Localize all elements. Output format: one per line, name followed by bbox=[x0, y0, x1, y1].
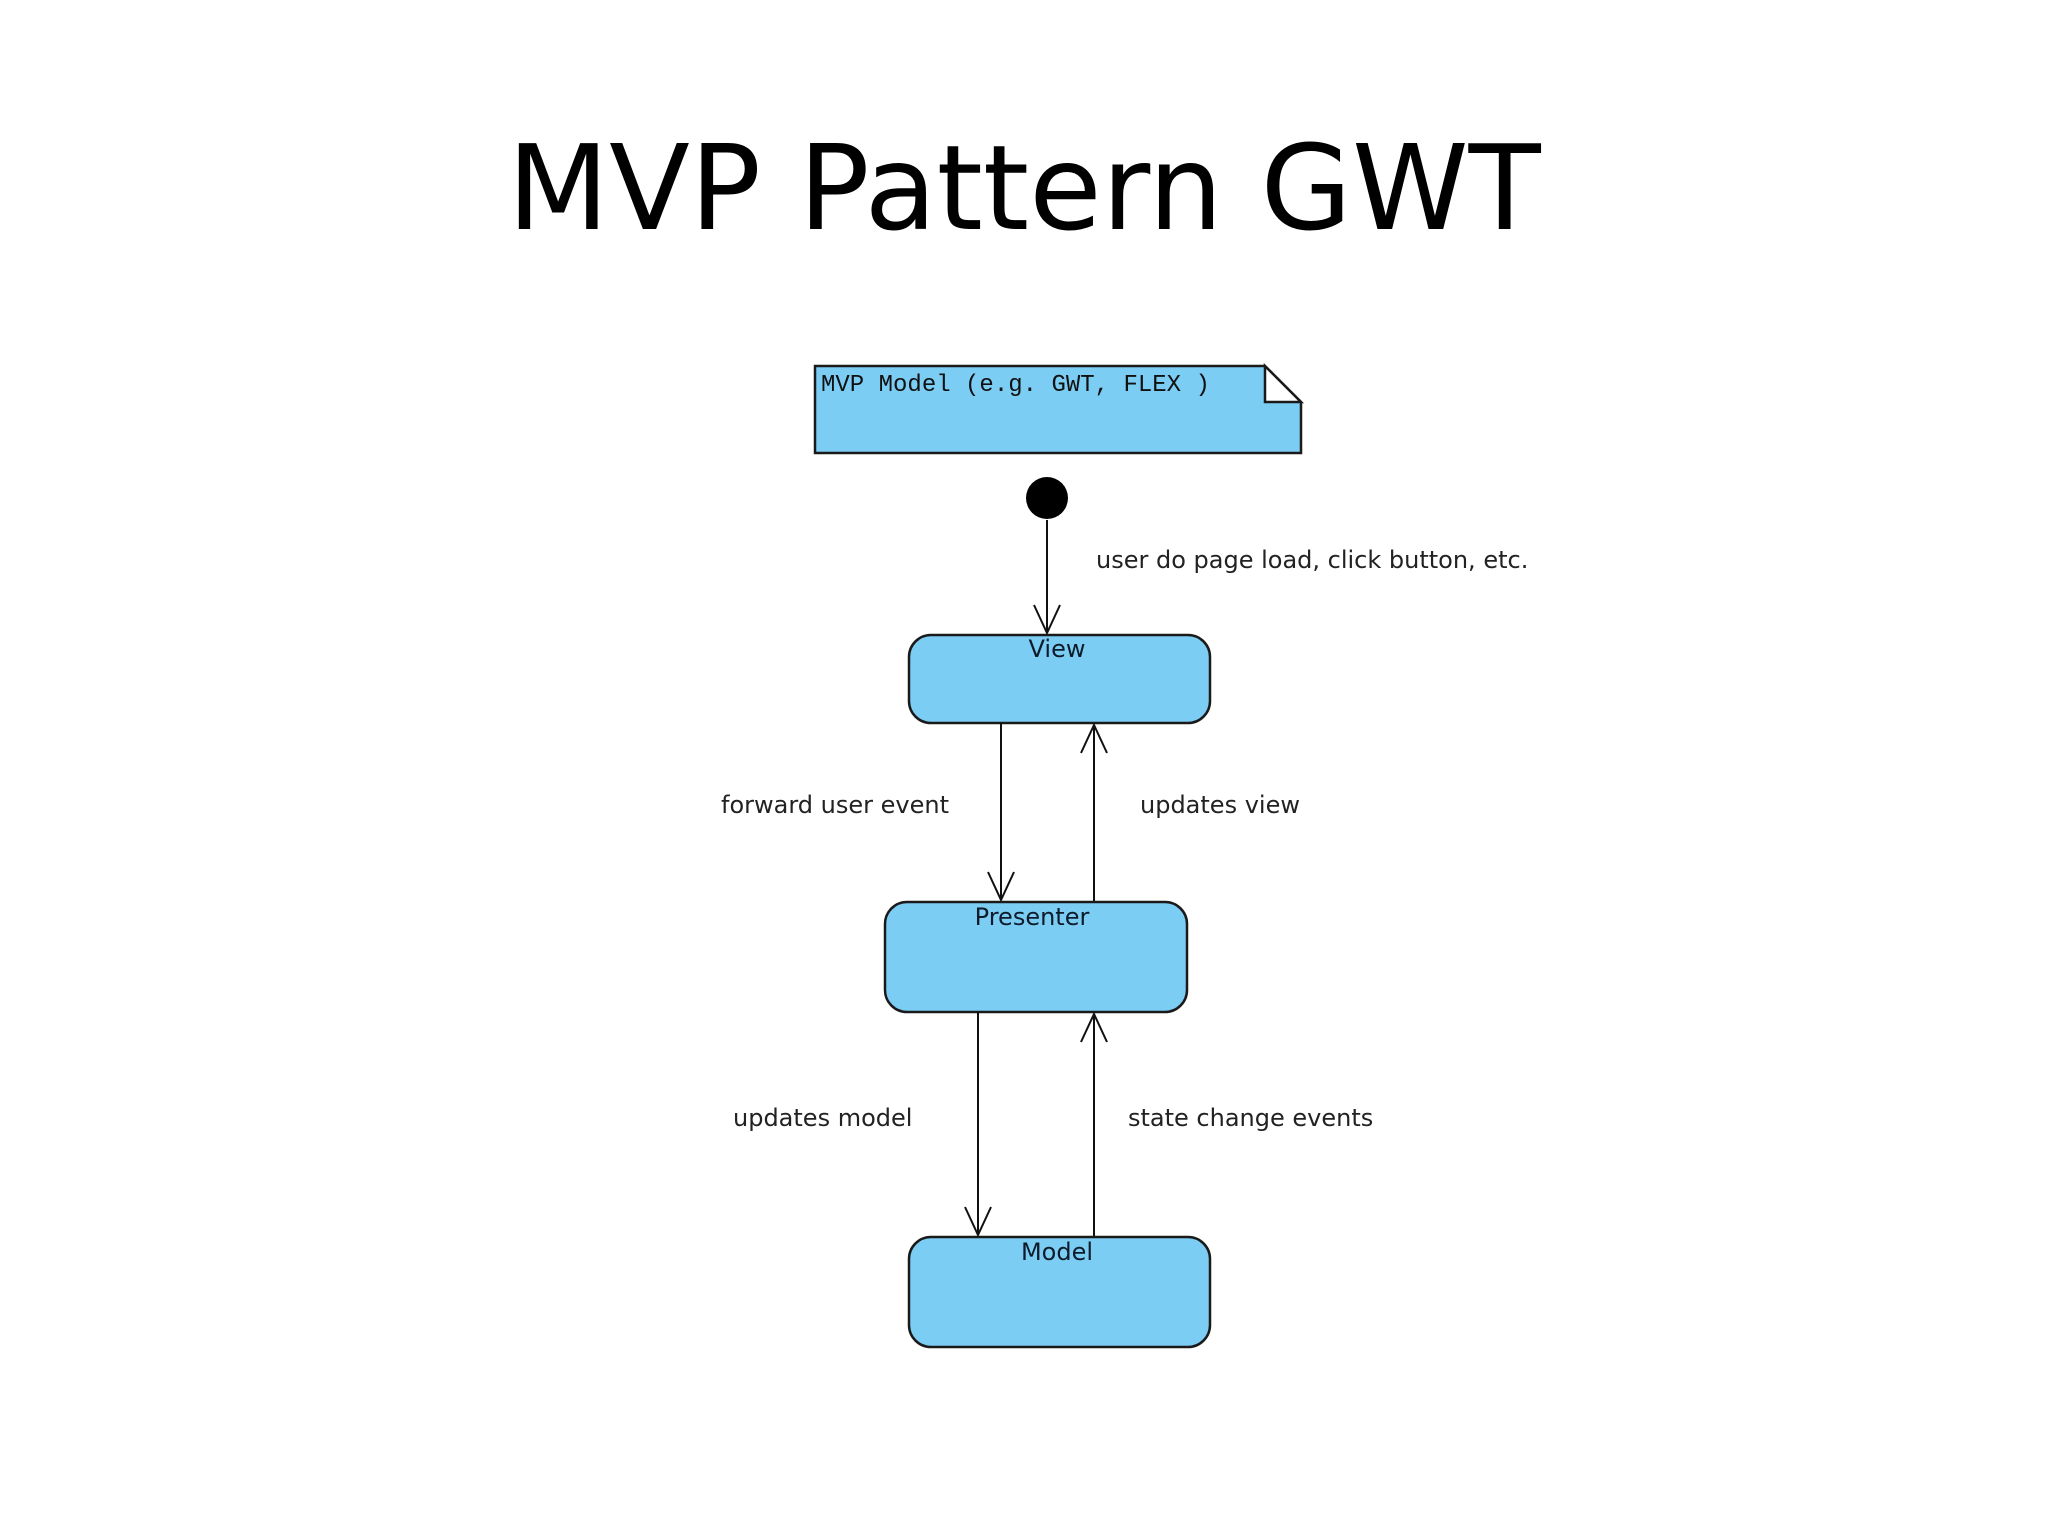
note-text: MVP Model (e.g. GWT, FLEX ) bbox=[821, 372, 1210, 399]
note-body bbox=[813, 364, 1303, 455]
state-model-label: Model bbox=[1021, 1238, 1093, 1266]
edge-presenter-to-view bbox=[1080, 722, 1108, 901]
uml-note: MVP Model (e.g. GWT, FLEX ) bbox=[813, 362, 1305, 455]
edge-model-to-presenter bbox=[1080, 1011, 1108, 1236]
state-view: View bbox=[907, 633, 1212, 725]
label-initial-to-view: user do page load, click button, etc. bbox=[1096, 546, 1528, 574]
label-presenter-to-model: updates model bbox=[733, 1104, 912, 1132]
edge-initial-to-view bbox=[1033, 520, 1061, 636]
state-presenter: Presenter bbox=[883, 900, 1189, 1014]
state-view-label: View bbox=[1029, 635, 1086, 663]
state-model: Model bbox=[907, 1235, 1212, 1349]
edge-presenter-to-model bbox=[964, 1012, 992, 1238]
label-model-to-presenter: state change events bbox=[1128, 1104, 1373, 1132]
edge-view-to-presenter bbox=[987, 723, 1015, 903]
initial-state-node bbox=[1026, 477, 1068, 519]
note-fold-corner bbox=[1263, 362, 1305, 404]
label-view-to-presenter: forward user event bbox=[721, 791, 949, 819]
state-presenter-label: Presenter bbox=[975, 903, 1090, 931]
label-presenter-to-view: updates view bbox=[1140, 791, 1300, 819]
slide-title: MVP Pattern GWT bbox=[507, 119, 1541, 257]
